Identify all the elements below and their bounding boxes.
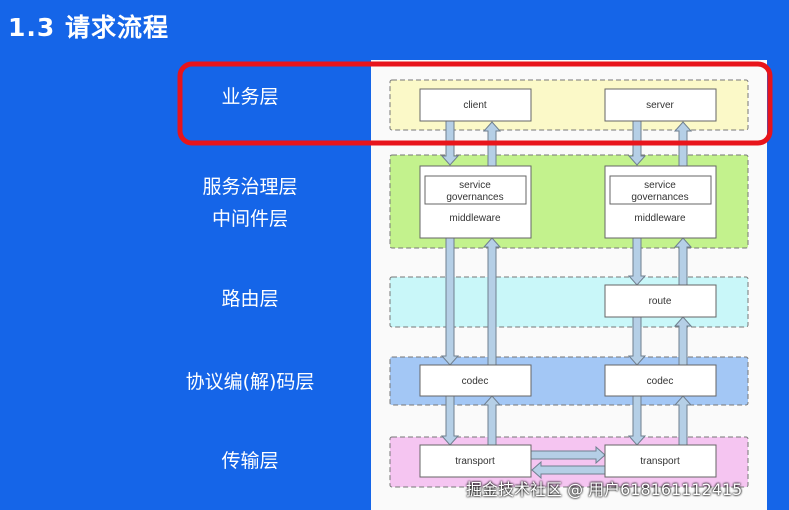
service-governances-box-right bbox=[609, 175, 712, 205]
service-label-right: service bbox=[644, 180, 676, 191]
transport-link-arrows bbox=[530, 445, 607, 480]
arrow-route-to-codec bbox=[627, 316, 647, 366]
route-box-label: route bbox=[649, 296, 672, 307]
codec-label-left: codec bbox=[462, 376, 489, 387]
arrow-codec-to-route bbox=[673, 316, 693, 366]
slide-title: 1.3 请求流程 bbox=[8, 13, 169, 42]
arrow-transport-to-codec-right bbox=[673, 395, 693, 446]
business-layer-highlight bbox=[177, 61, 773, 146]
service-label-left: service bbox=[459, 180, 491, 191]
layer-label-codec: 协议编(解)码层 bbox=[185, 371, 315, 393]
arrow-codec-to-middleware bbox=[482, 237, 502, 366]
codec-box-left bbox=[419, 364, 532, 397]
codec-box-right bbox=[604, 364, 717, 397]
arrow-transport-to-codec bbox=[482, 395, 502, 446]
arrow-transport-left-to-right bbox=[530, 445, 606, 465]
transport-label-right: transport bbox=[640, 456, 680, 467]
route-box bbox=[604, 284, 717, 318]
watermark: 掘金技术社区 @ 用户618161112415 bbox=[466, 480, 743, 499]
arrow-transport-right-to-left bbox=[531, 460, 607, 480]
transport-box-left bbox=[419, 444, 532, 478]
layer-label-service-governance: 服务治理层 bbox=[202, 176, 298, 198]
middleware-label-left: middleware bbox=[449, 213, 501, 224]
governances-label-left: governances bbox=[446, 192, 503, 203]
layer-label-middleware: 中间件层 bbox=[211, 208, 288, 230]
layer-label-routing: 路由层 bbox=[221, 288, 279, 310]
arrow-codec-to-transport-right bbox=[627, 395, 647, 446]
middleware-label-right: middleware bbox=[634, 213, 686, 224]
layer-label-business: 业务层 bbox=[221, 86, 279, 108]
right-up-arrows bbox=[673, 121, 693, 446]
left-down-arrows bbox=[440, 120, 460, 446]
codec-label-right: codec bbox=[647, 376, 674, 387]
service-governances-box-left bbox=[424, 175, 527, 205]
transport-label-left: transport bbox=[455, 456, 495, 467]
arrow-middleware-to-codec bbox=[440, 237, 460, 366]
arrow-route-to-middleware bbox=[673, 237, 693, 286]
arrow-codec-to-transport bbox=[440, 395, 460, 446]
arrow-middleware-to-route bbox=[627, 237, 647, 286]
client-box bbox=[419, 88, 532, 122]
server-box-label: server bbox=[646, 100, 674, 111]
transport-box-right bbox=[604, 444, 717, 478]
client-box-label: client bbox=[463, 100, 487, 111]
governances-label-right: governances bbox=[631, 192, 688, 203]
layer-label-transport: 传输层 bbox=[221, 450, 279, 472]
server-box bbox=[604, 88, 717, 122]
